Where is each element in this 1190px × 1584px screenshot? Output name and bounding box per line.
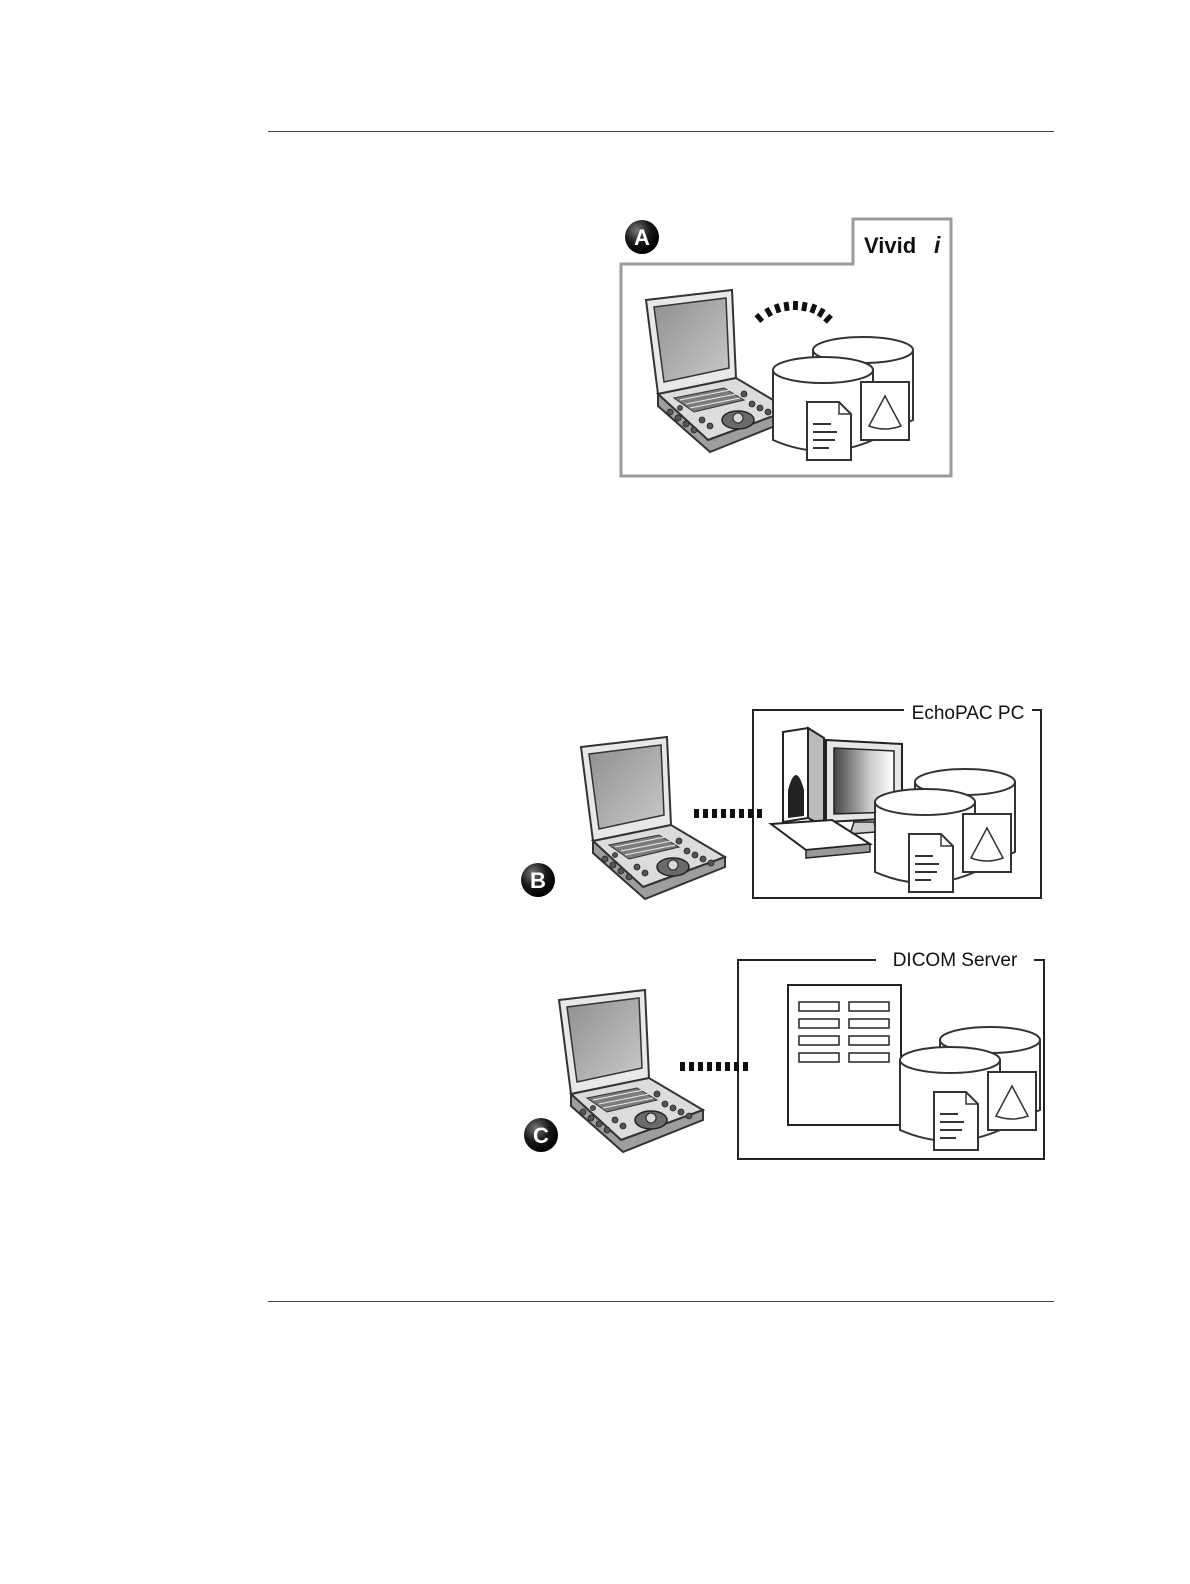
figure-c-title: DICOM Server bbox=[893, 950, 1018, 971]
figure-a-title-suffix: i bbox=[934, 232, 941, 258]
figure-c: DICOM Server C bbox=[524, 950, 1044, 1159]
figure-b-title: EchoPAC PC bbox=[912, 703, 1025, 724]
figure-a-badge-label: A bbox=[634, 225, 650, 250]
storage-database-c bbox=[900, 1027, 1040, 1150]
dicom-server-panel-icon bbox=[788, 985, 901, 1125]
figure-b: EchoPAC PC B bbox=[521, 703, 1041, 899]
storage-database-a bbox=[773, 337, 913, 460]
figure-a-title: Vivid bbox=[864, 233, 916, 258]
figure-a: A Vivid i bbox=[621, 219, 951, 476]
figure-a-badge: A bbox=[625, 220, 659, 254]
figure-b-badge: B bbox=[521, 863, 555, 897]
data-transfer-arc-a bbox=[754, 301, 832, 324]
network-connection-b bbox=[694, 809, 762, 818]
network-connection-c bbox=[680, 1062, 748, 1071]
figure-c-badge-label: C bbox=[533, 1123, 549, 1148]
figure-c-badge: C bbox=[524, 1118, 558, 1152]
figure-b-badge-label: B bbox=[530, 868, 546, 893]
